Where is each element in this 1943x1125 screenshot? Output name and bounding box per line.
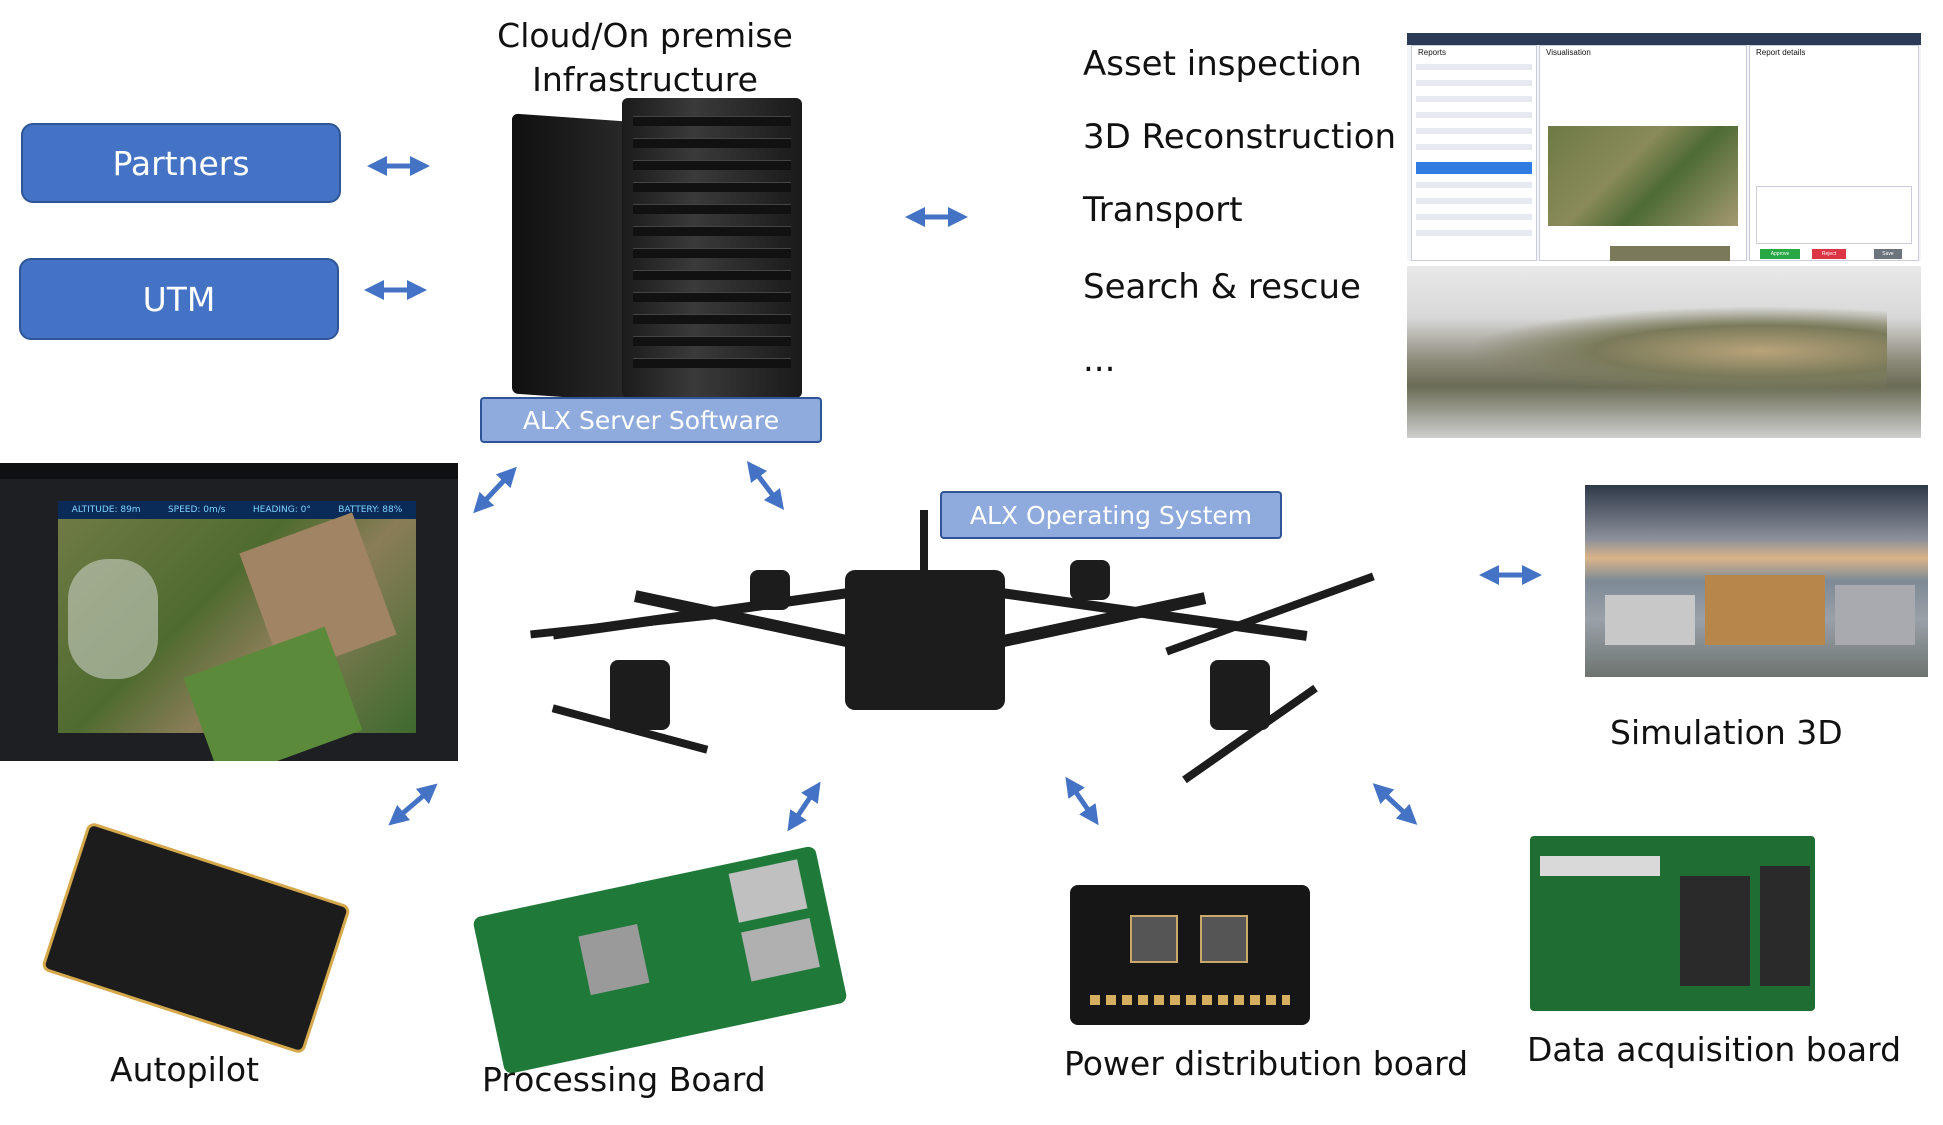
reports-heading: Reports xyxy=(1418,48,1447,57)
infrastructure-title-line2: Infrastructure xyxy=(532,60,758,99)
telemetry-speed: SPEED: 0m/s xyxy=(167,505,226,515)
telemetry-battery: BATTERY: 88% xyxy=(338,505,403,515)
save-button[interactable]: Save xyxy=(1874,249,1902,259)
partners-label: Partners xyxy=(112,143,250,183)
server-rack-image xyxy=(512,98,802,403)
infrastructure-title-line1: Cloud/On premise xyxy=(497,16,793,55)
web-app-topbar xyxy=(1407,33,1921,45)
infrastructure-title: Cloud/On premise Infrastructure xyxy=(480,14,810,102)
use-case-ellipsis: ... xyxy=(1083,340,1116,380)
web-app-screenshot: Reports Visualisation Report details App… xyxy=(1407,33,1921,261)
arrow-server-drone xyxy=(746,461,785,510)
ground-control-station-screenshot: ALTITUDE: 89m SPEED: 0m/s HEADING: 0° BA… xyxy=(0,463,458,761)
visualisation-heading: Visualisation xyxy=(1546,48,1591,57)
utm-label: UTM xyxy=(142,279,216,319)
report-details-heading: Report details xyxy=(1756,48,1806,57)
operating-system-label: ALX Operating System xyxy=(969,500,1253,530)
approve-button[interactable]: Approve xyxy=(1760,249,1800,259)
drone-image xyxy=(510,510,1375,784)
partners-node: Partners xyxy=(21,123,341,203)
gcs-telemetry-bar: ALTITUDE: 89m SPEED: 0m/s HEADING: 0° BA… xyxy=(58,501,416,519)
reports-column: Reports xyxy=(1411,45,1537,261)
simulation-label: Simulation 3D xyxy=(1610,713,1843,752)
arrow-processing xyxy=(787,781,821,832)
reject-button[interactable]: Reject xyxy=(1812,249,1846,259)
data-board-image xyxy=(1530,836,1815,1011)
report-details-column: Report details Approve Reject Save xyxy=(1749,45,1919,261)
visualisation-column: Visualisation xyxy=(1539,45,1747,261)
utm-node: UTM xyxy=(19,258,339,340)
arrow-power xyxy=(1065,776,1099,826)
use-case-asset-inspection: Asset inspection xyxy=(1083,44,1362,84)
simulation-3d-image xyxy=(1585,485,1928,677)
operating-system-box: ALX Operating System xyxy=(940,491,1282,539)
data-board-label: Data acquisition board xyxy=(1527,1030,1902,1069)
telemetry-heading: HEADING: 0° xyxy=(252,505,311,515)
telemetry-altitude: ALTITUDE: 89m xyxy=(71,505,141,515)
use-case-search-rescue: Search & rescue xyxy=(1083,267,1361,307)
power-board-label: Power distribution board xyxy=(1064,1044,1469,1083)
arrow-data xyxy=(1372,783,1418,825)
gcs-titlebar xyxy=(0,463,458,479)
gcs-map-view xyxy=(58,512,416,761)
terrain-reconstruction-image xyxy=(1407,266,1921,438)
processing-board-label: Processing Board xyxy=(482,1060,766,1099)
use-case-3d-reconstruction: 3D Reconstruction xyxy=(1083,117,1397,157)
power-board-image xyxy=(1070,885,1310,1025)
arrow-autopilot xyxy=(388,783,438,826)
server-software-label: ALX Server Software xyxy=(522,405,780,435)
arrow-gcs-server xyxy=(473,466,517,514)
autopilot-label: Autopilot xyxy=(110,1050,260,1089)
server-software-box: ALX Server Software xyxy=(480,397,822,443)
use-case-transport: Transport xyxy=(1083,190,1243,230)
